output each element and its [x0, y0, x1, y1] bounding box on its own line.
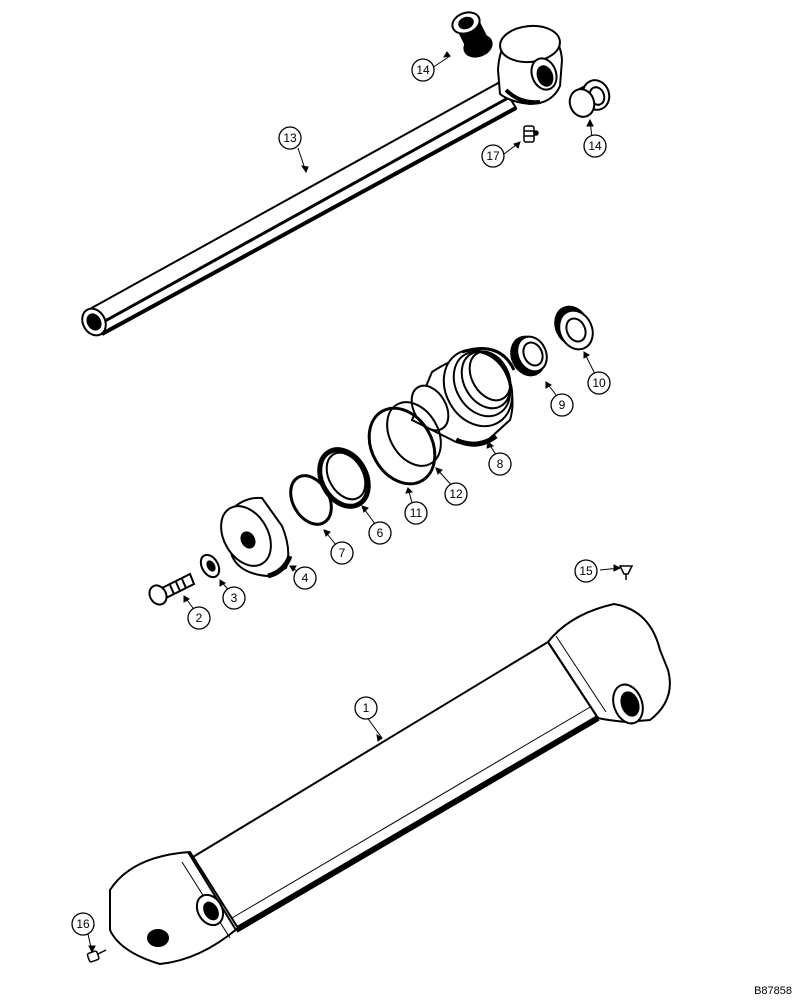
callout-12-label: 12: [449, 487, 463, 501]
callout-4-label: 4: [302, 571, 309, 585]
callout-17: 17: [481, 144, 505, 168]
callout-8-label: 8: [497, 457, 504, 471]
callout-15-label: 15: [579, 564, 593, 578]
gland-8: [410, 347, 516, 447]
callout-14-right: 14: [583, 134, 607, 158]
callout-1-label: 1: [363, 701, 370, 715]
callout-3-label: 3: [231, 591, 238, 605]
callout-13-label: 13: [283, 131, 297, 145]
reference-code: B87858: [754, 985, 792, 997]
callout-14-top-label: 14: [416, 63, 430, 77]
callout-3: 3: [222, 586, 246, 610]
grease-fitting-17: [523, 125, 539, 143]
seal-9: [510, 335, 548, 377]
o-ring-11: [367, 406, 437, 486]
bushing-14-top: [451, 11, 493, 58]
o-ring-7: [289, 474, 333, 526]
callout-9-label: 9: [559, 398, 566, 412]
washer-3: [199, 553, 221, 579]
callout-16: 16: [71, 912, 95, 936]
callout-13: 13: [278, 126, 302, 150]
backup-ring-12: [386, 401, 442, 467]
wiper-10: [554, 305, 594, 351]
seal-6: [317, 447, 371, 509]
callout-2: 2: [187, 606, 211, 630]
callout-12: 12: [444, 482, 468, 506]
plug-15: [618, 565, 634, 580]
callout-10-label: 10: [592, 376, 606, 390]
callouts: 13 14 14 17 10 9 8 12: [71, 58, 611, 936]
bolt-2: [148, 572, 196, 606]
bushing-14-right: [568, 79, 611, 118]
callout-14-right-label: 14: [588, 139, 602, 153]
cylinder-tube: [109, 602, 671, 966]
callout-14-top: 14: [411, 58, 435, 82]
callout-4: 4: [293, 566, 317, 590]
callout-6-label: 6: [377, 526, 384, 540]
grease-fitting-16: [86, 949, 107, 963]
callout-7: 7: [330, 541, 354, 565]
callout-15: 15: [574, 559, 598, 583]
callout-2-label: 2: [196, 611, 203, 625]
callout-10: 10: [587, 371, 611, 395]
callout-6: 6: [368, 521, 392, 545]
callout-11: 11: [404, 501, 428, 525]
callout-9: 9: [550, 393, 574, 417]
piston-4: [220, 496, 293, 579]
callout-17-label: 17: [486, 149, 500, 163]
piston-rod: [81, 24, 564, 337]
callout-16-label: 16: [76, 917, 90, 931]
callout-1: 1: [354, 696, 378, 720]
callout-11-label: 11: [410, 506, 423, 520]
callout-8: 8: [488, 452, 512, 476]
callout-7-label: 7: [339, 546, 346, 560]
